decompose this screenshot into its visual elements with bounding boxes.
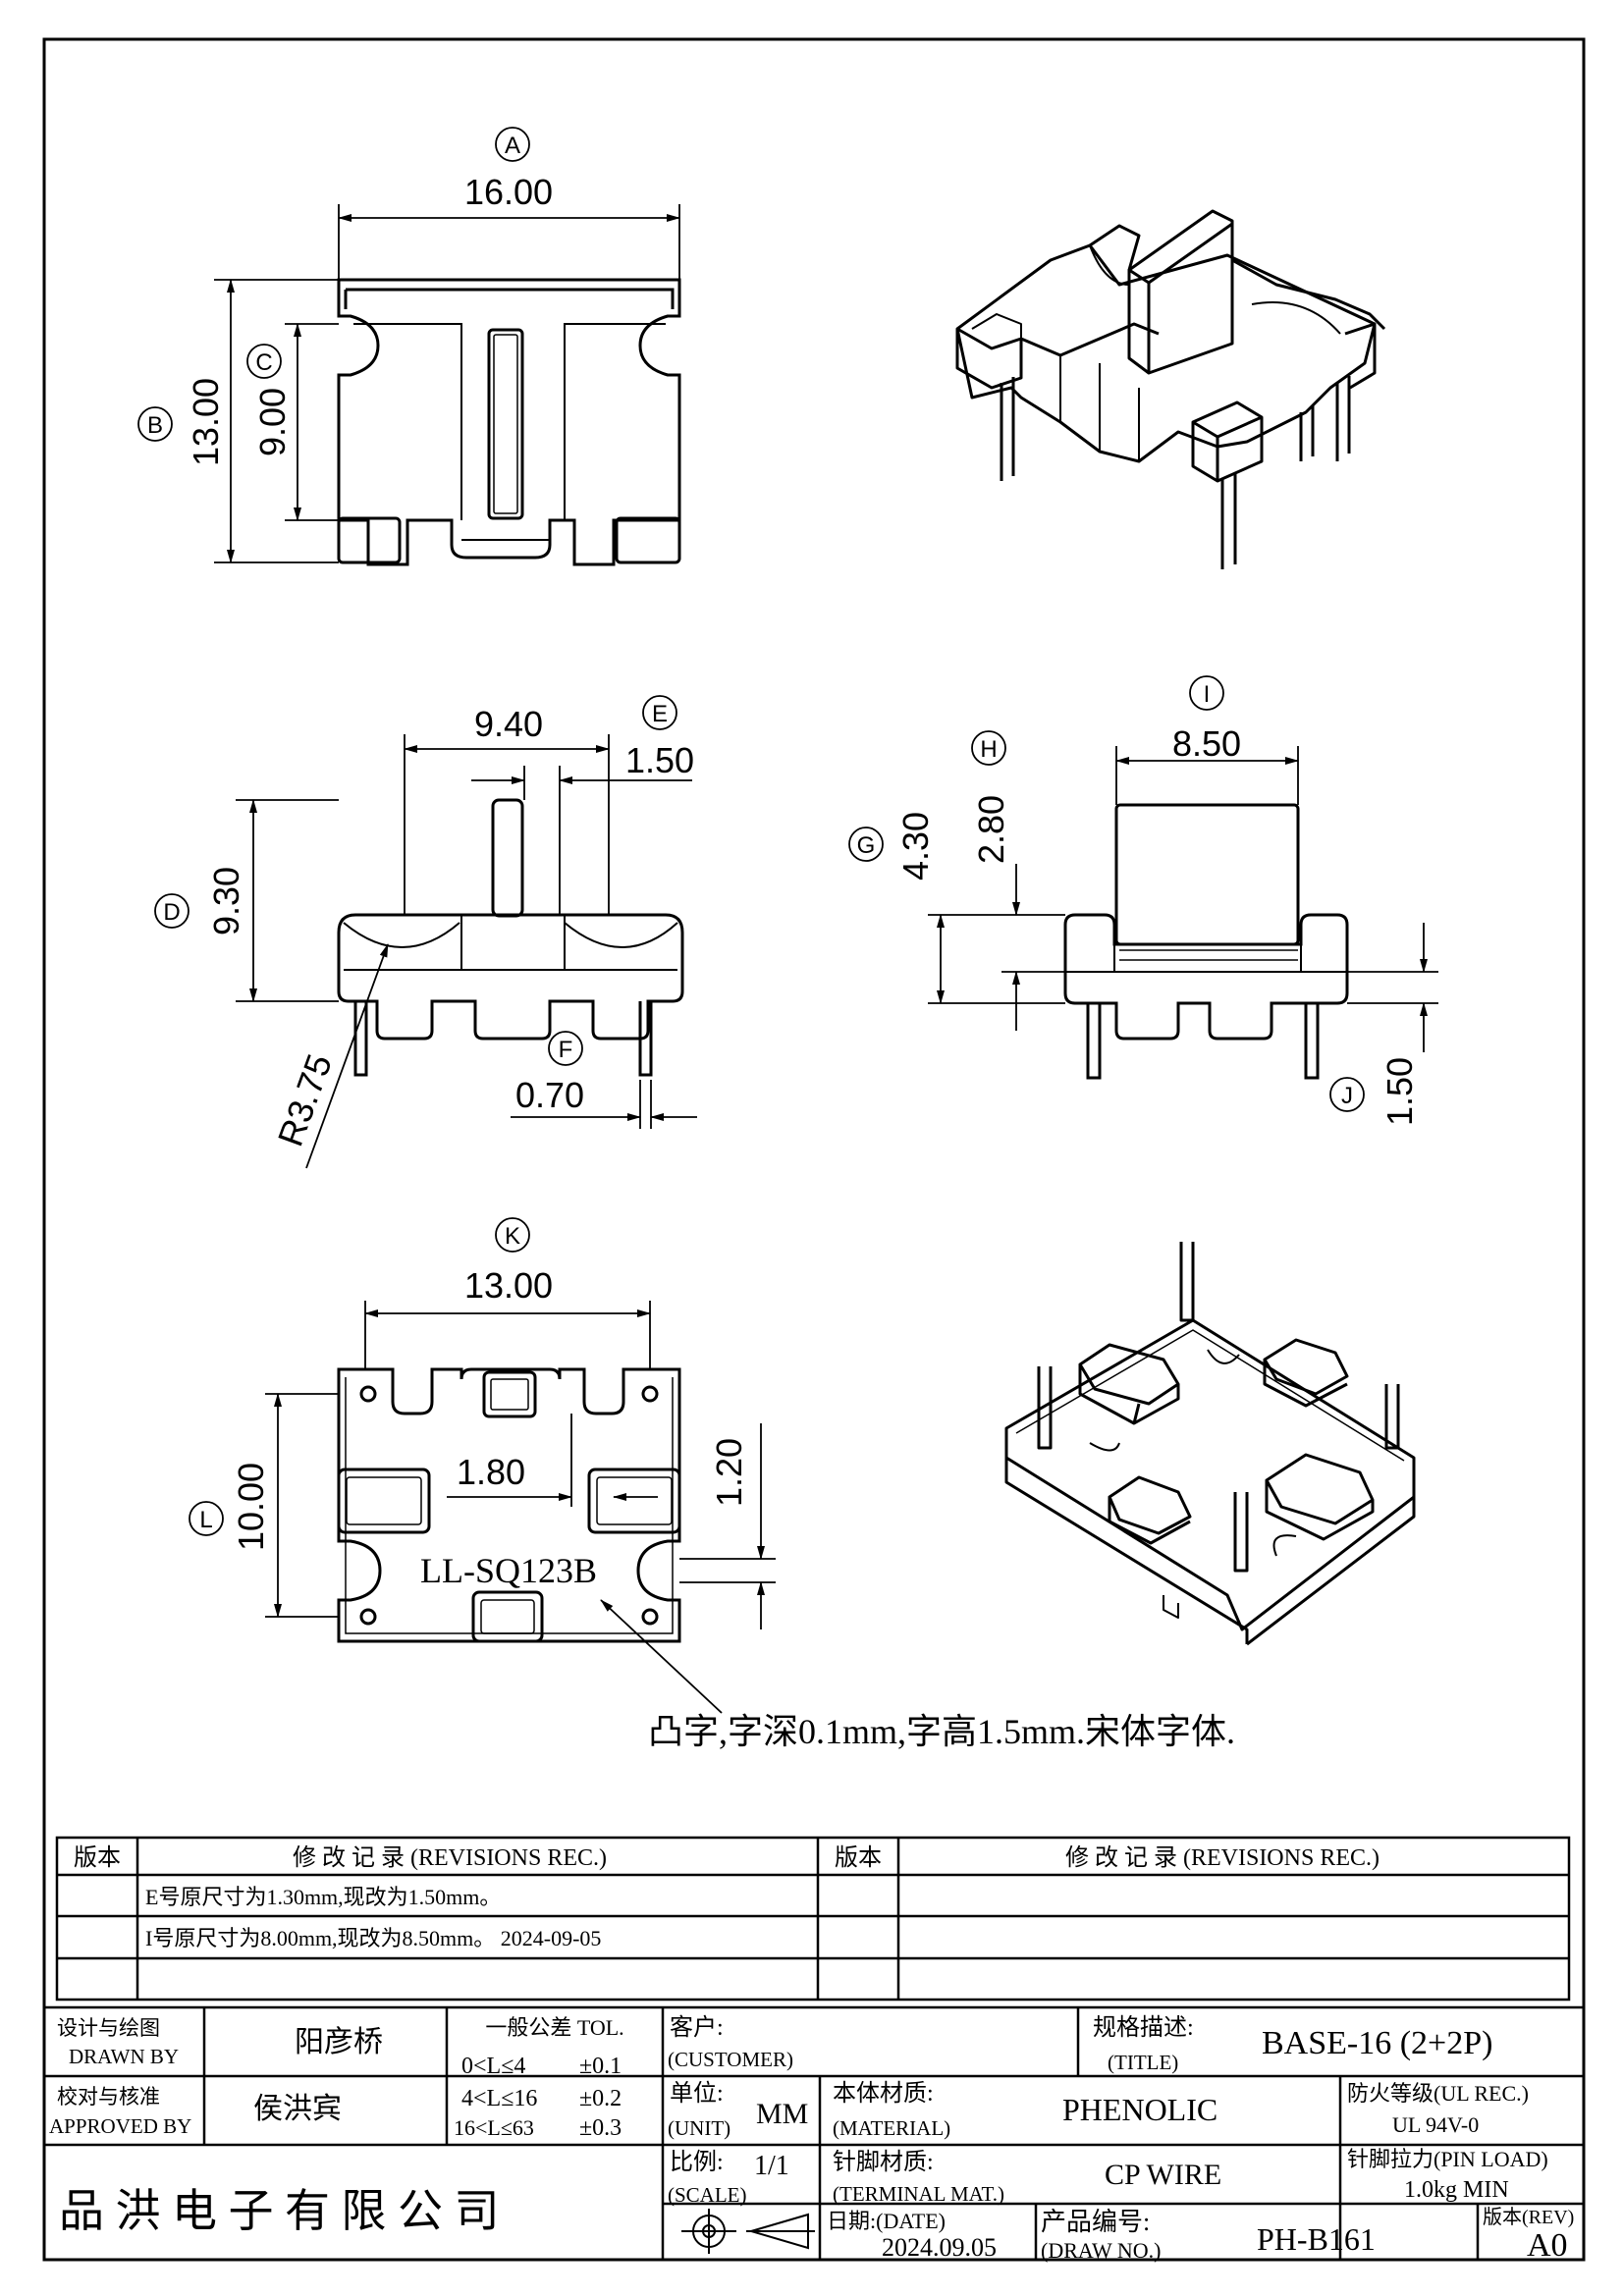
bottom-view-dims — [265, 1301, 776, 1714]
callout-a: A — [505, 133, 520, 159]
front-view — [337, 798, 684, 1077]
scale-label-en: (SCALE) — [668, 2183, 747, 2207]
bottom-view-callouts — [189, 1217, 530, 1536]
unit-label-en: (UNIT) — [668, 2116, 730, 2140]
dim-radius: R3.75 — [270, 1049, 340, 1151]
callout-e: E — [652, 701, 668, 727]
revision-row-2: I号原尺寸为8.00mm,现改为8.50mm。 2024-09-05 — [145, 1926, 601, 1950]
drawno-label-en: (DRAW NO.) — [1041, 2238, 1161, 2263]
side-view-dims — [928, 746, 1438, 1052]
tol-range-3: 16<L≤63 — [454, 2115, 534, 2140]
drawn-by-label-en: DRAWN BY — [69, 2045, 179, 2068]
rec-header-right: 修 改 记 录 (REVISIONS REC.) — [1065, 1844, 1380, 1871]
title-label-en: (TITLE) — [1108, 2051, 1178, 2074]
fire-label: 防火等级(UL REC.) — [1347, 2081, 1529, 2106]
dim-overall-width: 9.40 — [474, 704, 543, 744]
dim-a: 16.00 — [464, 172, 553, 212]
drawno-label-cn: 产品编号: — [1041, 2208, 1150, 2236]
callout-c: C — [255, 349, 272, 376]
callout-g: G — [857, 832, 876, 859]
callout-d: D — [163, 899, 180, 926]
rec-header-left: 修 改 记 录 (REVISIONS REC.) — [293, 1844, 607, 1871]
rev-label: 版本(REV) — [1483, 2206, 1574, 2228]
dim-l: 10.00 — [231, 1463, 271, 1551]
customer-label-en: (CUSTOMER) — [668, 2048, 793, 2071]
dim-h: 2.80 — [971, 795, 1011, 864]
approved-value: 侯洪宾 — [253, 2093, 342, 2125]
top-view — [337, 278, 681, 566]
top-view-dims — [214, 204, 680, 563]
approved-label-cn: 校对与核准 — [57, 2085, 160, 2109]
iso-view-bottom — [1004, 1242, 1416, 1646]
callout-l: L — [199, 1507, 212, 1533]
customer-label-cn: 客户: — [670, 2014, 724, 2041]
date-label: 日期:(DATE) — [827, 2209, 946, 2233]
scale-label-cn: 比例: — [670, 2149, 724, 2175]
dim-step: 1.20 — [709, 1438, 749, 1507]
drawno-value: PH-B161 — [1257, 2221, 1376, 2257]
terminal-label-en: (TERMINAL MAT.) — [833, 2182, 1004, 2206]
dim-b: 13.00 — [186, 378, 226, 466]
side-view-callouts — [848, 675, 1365, 1112]
material-value: PHENOLIC — [1062, 2092, 1217, 2127]
marking-text: LL-SQ123B — [420, 1551, 597, 1590]
bottom-view — [337, 1367, 681, 1643]
projection-symbol — [681, 2209, 815, 2254]
tol-range-2: 4<L≤16 — [461, 2086, 537, 2111]
front-view-dims — [236, 734, 697, 1169]
dim-d: 9.30 — [206, 867, 246, 935]
title-block — [44, 2005, 1584, 2260]
dim-f: 0.70 — [515, 1075, 584, 1115]
terminal-label-cn: 针脚材质: — [833, 2149, 934, 2175]
dim-g: 4.30 — [895, 812, 936, 881]
callout-j: J — [1341, 1083, 1353, 1109]
material-label-en: (MATERIAL) — [833, 2116, 950, 2140]
rev-header-left: 版本 — [74, 1844, 121, 1871]
iso-view-top — [955, 209, 1386, 569]
revision-row-1: E号原尺寸为1.30mm,现改为1.50mm。 — [145, 1885, 501, 1909]
side-view — [1063, 803, 1349, 1080]
dim-inner: 1.80 — [457, 1452, 525, 1492]
tol-range-1: 0<L≤4 — [461, 2054, 525, 2079]
callout-b: B — [147, 412, 163, 439]
callout-k: K — [505, 1223, 520, 1250]
tol-value-2: ±0.2 — [579, 2086, 622, 2111]
scale-value: 1/1 — [754, 2151, 789, 2181]
tol-value-3: ±0.3 — [579, 2115, 622, 2141]
revisions-table — [55, 1836, 1571, 2002]
drawn-by-label-cn: 设计与绘图 — [57, 2016, 160, 2040]
terminal-value: CP WIRE — [1105, 2159, 1221, 2191]
embossed-note: 凸字,字深0.1mm,字高1.5mm.宋体字体. — [648, 1712, 1235, 1751]
top-view-callouts — [137, 127, 530, 442]
drawn-by-value: 阳彦桥 — [295, 2026, 383, 2058]
callout-h: H — [980, 736, 997, 763]
callout-f: F — [559, 1037, 573, 1063]
tol-header: 一般公差 TOL. — [485, 2015, 623, 2040]
dim-k: 13.00 — [464, 1265, 553, 1306]
callout-i: I — [1204, 681, 1211, 708]
rev-value: A0 — [1527, 2227, 1568, 2264]
rev-header-right: 版本 — [835, 1844, 882, 1871]
sheet-border — [42, 37, 1586, 2262]
dim-e: 1.50 — [625, 740, 694, 780]
company-name: 品 洪 电 子 有 限 公 司 — [59, 2186, 500, 2236]
title-label-cn: 规格描述: — [1093, 2014, 1194, 2041]
unit-value: MM — [756, 2098, 808, 2130]
tol-value-1: ±0.1 — [579, 2054, 622, 2079]
title-value: BASE-16 (2+2P) — [1262, 2025, 1492, 2061]
dim-j: 1.50 — [1380, 1057, 1420, 1126]
dim-i: 8.50 — [1172, 723, 1241, 764]
material-label-cn: 本体材质: — [833, 2080, 934, 2107]
dim-c: 9.00 — [252, 388, 293, 456]
approved-label-en: APPROVED BY — [49, 2114, 191, 2138]
fire-value: UL 94V-0 — [1392, 2112, 1479, 2137]
date-value: 2024.09.05 — [882, 2233, 997, 2262]
pinload-value: 1.0kg MIN — [1404, 2177, 1509, 2203]
pinload-label: 针脚拉力(PIN LOAD) — [1347, 2147, 1548, 2171]
front-view-callouts — [154, 695, 677, 1066]
unit-label-cn: 单位: — [670, 2080, 724, 2107]
